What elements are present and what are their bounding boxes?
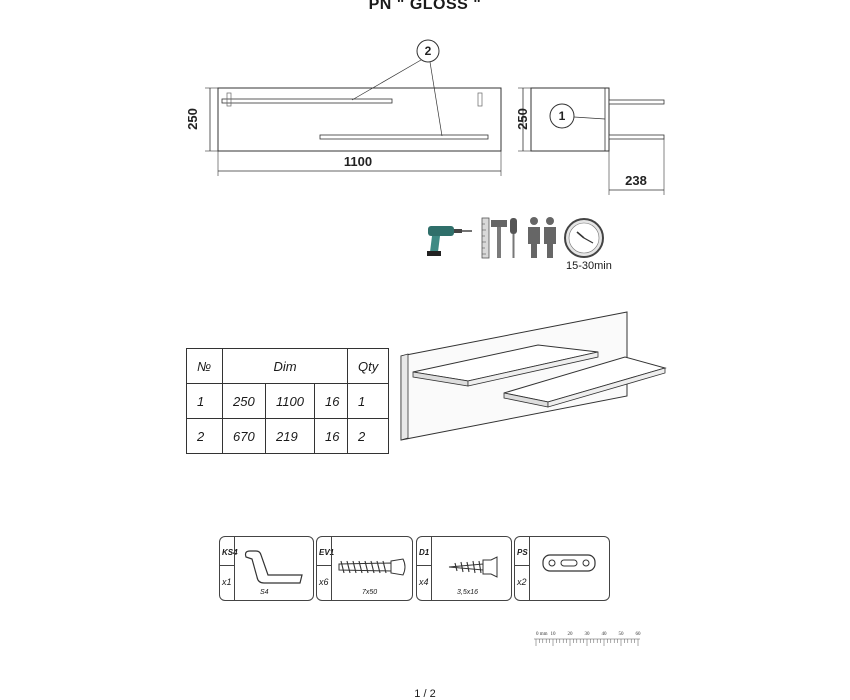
hammer-icon — [491, 220, 507, 258]
technical-drawing: 250 1100 2 250 238 1 — [185, 39, 665, 259]
front-width-label: 1100 — [344, 154, 372, 169]
divider — [234, 537, 235, 600]
hardware-qty: x6 — [319, 577, 329, 587]
hardware-size: 3,5x16 — [457, 589, 479, 596]
ruler-label: 20 — [568, 632, 574, 637]
shelf-upper-top — [412, 344, 599, 382]
hanger-mark-right — [477, 92, 483, 107]
header-qty: Qty — [347, 348, 389, 384]
front-view-panel — [217, 87, 502, 152]
row-qty: 1 — [347, 383, 389, 419]
row-qty: 2 — [347, 418, 389, 454]
front-height-label: 250 — [185, 108, 200, 130]
callout-2-leader-b — [429, 61, 443, 137]
hardware-code: PS — [517, 548, 528, 557]
divider — [431, 537, 432, 600]
hardware-qty: x4 — [419, 577, 429, 587]
callout-1-label: 1 — [559, 109, 566, 123]
front-shelf-lower — [319, 134, 489, 140]
callout-2-label: 2 — [425, 44, 432, 58]
shelf-lower-side — [547, 367, 666, 408]
divider — [331, 537, 332, 600]
shelf-lower-front — [503, 392, 549, 408]
header-dim: Dim — [222, 348, 348, 384]
shelf-upper-front — [412, 371, 469, 387]
row-dim-3: 16 — [314, 418, 348, 454]
divider — [515, 565, 529, 566]
divider — [220, 565, 234, 566]
divider — [317, 565, 331, 566]
back-panel-edge — [400, 353, 409, 441]
assembly-time-label: 15-30min — [566, 260, 612, 272]
two-persons-icon — [528, 217, 556, 258]
row-dim-2: 219 — [265, 418, 315, 454]
table-row: 1 250 1100 16 1 — [186, 383, 389, 419]
row-number: 2 — [186, 418, 223, 454]
side-view-panel — [530, 87, 610, 152]
side-height-label: 250 — [515, 108, 530, 130]
row-dim-3: 16 — [314, 383, 348, 419]
table-header-row: № Dim Qty — [186, 348, 389, 384]
row-number: 1 — [186, 383, 223, 419]
shelf-lower-top — [503, 356, 667, 403]
wood-screw-icon — [448, 556, 498, 578]
hardware-size: S4 — [260, 589, 269, 596]
hanger-plate-icon — [542, 554, 596, 572]
front-shelf-upper — [221, 98, 393, 104]
drill-icon — [427, 226, 472, 256]
side-shelf-lower — [608, 134, 665, 140]
shelf-upper-side — [467, 351, 599, 387]
hardware-qty: x1 — [222, 577, 232, 587]
ruler-label: 50 — [619, 632, 625, 637]
callout-2-circle — [416, 39, 440, 63]
row-dim-1: 670 — [222, 418, 266, 454]
hardware-ps: PS x2 — [514, 536, 610, 601]
hardware-code: KS4 — [222, 548, 238, 557]
ruler-icon — [481, 217, 490, 259]
side-depth-label: 238 — [625, 173, 647, 188]
screwdriver-icon — [510, 218, 517, 258]
callout-1-circle — [549, 103, 575, 129]
divider — [417, 565, 431, 566]
callout-1-leader — [573, 116, 606, 120]
clock-icon — [564, 218, 604, 258]
parts-table: № Dim Qty 1 250 1100 16 1 2 670 219 16 2 — [186, 348, 389, 454]
hex-key-icon — [244, 550, 303, 584]
callout-2-leader-a — [351, 59, 422, 101]
row-dim-2: 1100 — [265, 383, 315, 419]
confirmat-screw-icon — [338, 558, 406, 576]
hardware-ks4: KS4 x1 S4 — [219, 536, 314, 601]
hardware-d1: D1 x4 3,5x16 — [416, 536, 512, 601]
back-panel — [400, 311, 628, 441]
hardware-qty: x2 — [517, 577, 527, 587]
side-shelf-upper — [608, 99, 665, 105]
hardware-ev1: EV1 x6 7x50 — [316, 536, 413, 601]
header-number: № — [186, 348, 223, 384]
ruler-label: 40 — [602, 632, 608, 637]
hardware-code: EV1 — [319, 548, 335, 557]
ruler-label: 60 — [636, 632, 642, 637]
row-dim-1: 250 — [222, 383, 266, 419]
page-title: PN " GLOSS " — [368, 0, 482, 13]
hardware-code: D1 — [419, 548, 430, 557]
divider — [529, 537, 530, 600]
page-number: 1 / 2 — [414, 688, 436, 700]
ruler-label: 10 — [551, 632, 557, 637]
table-row: 2 670 219 16 2 — [186, 418, 389, 454]
hanger-mark-left — [226, 92, 232, 107]
ruler-label: 0 mm — [536, 632, 548, 637]
ruler-label: 30 — [585, 632, 591, 637]
hardware-size: 7x50 — [362, 589, 378, 596]
